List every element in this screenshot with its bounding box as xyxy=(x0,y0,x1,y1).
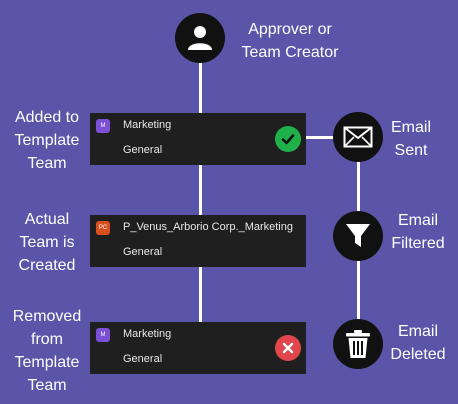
approver-label-line1: Approver or xyxy=(248,21,332,38)
stage-label-removed: Removed from Template Team xyxy=(3,305,91,397)
email-deleted-label-line2: Deleted xyxy=(390,346,446,363)
channel-name: General xyxy=(123,144,163,156)
team-avatar: M xyxy=(96,328,110,342)
stage-label-line: Template xyxy=(14,354,80,371)
team-card-template[interactable]: M Marketing General xyxy=(90,113,306,165)
email-deleted-label-line1: Email xyxy=(397,323,438,340)
stage-label-line: from xyxy=(31,331,63,348)
stage-label-line: Removed xyxy=(12,308,82,325)
email-deleted-label: Email Deleted xyxy=(379,320,457,366)
stage-label-added: Added to Template Team xyxy=(3,106,91,175)
email-filtered-label-line2: Filtered xyxy=(391,235,445,252)
trash-icon xyxy=(346,330,370,358)
stage-label-line: Created xyxy=(18,257,76,274)
stage-label-created: Actual Team is Created xyxy=(3,208,91,277)
approver-label: Approver or Team Creator xyxy=(234,18,346,64)
team-name: P_Venus_Arborio Corp._Marketing xyxy=(123,221,293,233)
stage-label-line: Added to xyxy=(14,109,80,126)
team-name: Marketing xyxy=(123,119,172,131)
close-icon xyxy=(275,335,301,361)
team-card-actual[interactable]: PC P_Venus_Arborio Corp._Marketing Gener… xyxy=(90,215,306,267)
check-icon xyxy=(275,126,301,152)
stage-label-line: Team is xyxy=(19,234,75,251)
stage-label-line: Team xyxy=(27,377,67,394)
team-card-template-removed[interactable]: M Marketing General xyxy=(90,322,306,374)
email-filtered-node xyxy=(333,211,383,261)
email-sent-label-line2: Sent xyxy=(394,142,428,159)
email-sent-label: Email Sent xyxy=(379,116,443,162)
email-filtered-label-line1: Email xyxy=(397,212,438,229)
team-avatar: M xyxy=(96,119,110,133)
channel-name: General xyxy=(123,246,163,258)
stage-label-line: Team xyxy=(27,155,67,172)
envelope-icon xyxy=(343,126,373,148)
card-to-email-line xyxy=(306,136,336,139)
vertical-flow-line xyxy=(199,60,202,322)
team-avatar: PC xyxy=(96,221,110,235)
stage-label-line: Template xyxy=(14,132,80,149)
team-name: Marketing xyxy=(123,328,172,340)
approver-label-line2: Team Creator xyxy=(241,44,339,61)
email-sent-label-line1: Email xyxy=(390,119,431,136)
channel-name: General xyxy=(123,353,163,365)
email-sent-node xyxy=(333,112,383,162)
stage-label-line: Actual xyxy=(24,211,70,228)
email-filtered-label: Email Filtered xyxy=(379,209,457,255)
approver-node xyxy=(175,13,225,63)
user-icon xyxy=(188,26,212,50)
filter-icon xyxy=(346,224,370,247)
email-deleted-node xyxy=(333,319,383,369)
